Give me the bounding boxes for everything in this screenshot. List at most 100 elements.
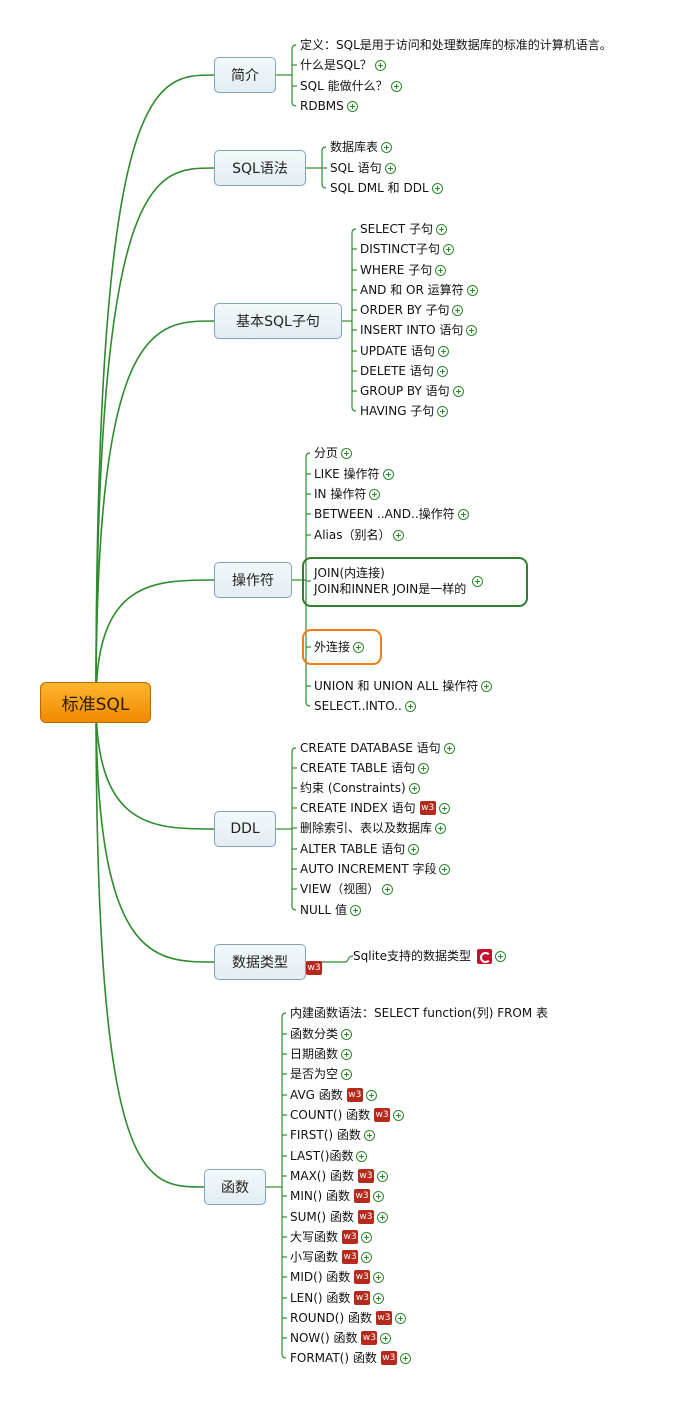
expand-plus-icon[interactable] <box>363 1129 375 1141</box>
expand-plus-icon[interactable] <box>393 1109 405 1121</box>
w3schools-icon[interactable]: w3 <box>361 1331 378 1345</box>
w3schools-icon[interactable]: w3 <box>354 1270 371 1284</box>
subtopic-item[interactable]: SQL DML 和 DDL <box>330 180 443 196</box>
expand-plus-icon[interactable] <box>435 264 447 276</box>
w3schools-icon[interactable]: w3 <box>357 1210 374 1224</box>
expand-plus-icon[interactable] <box>452 385 464 397</box>
subtopic-item[interactable]: 分页 <box>314 445 353 461</box>
expand-plus-icon[interactable] <box>442 243 454 255</box>
topic-2[interactable]: SQL语法 <box>214 150 306 186</box>
subtopic-item[interactable]: 是否为空 <box>290 1066 353 1082</box>
subtopic-item[interactable]: SELECT..INTO.. <box>314 698 416 714</box>
subtopic-item[interactable]: UNION 和 UNION ALL 操作符 <box>314 678 493 694</box>
subtopic-item[interactable]: 定义：SQL是用于访问和处理数据库的标准的计算机语言。 <box>300 37 612 53</box>
w3schools-icon[interactable]: w3 <box>354 1189 371 1203</box>
subtopic-item[interactable]: AUTO INCREMENT 字段 <box>300 861 451 877</box>
subtopic-item[interactable]: AND 和 OR 运算符 <box>360 282 478 298</box>
subtopic-item[interactable]: VIEW（视图） <box>300 881 394 897</box>
expand-plus-icon[interactable] <box>466 284 478 296</box>
subtopic-item[interactable]: CREATE DATABASE 语句 <box>300 740 455 756</box>
expand-plus-icon[interactable] <box>373 1190 385 1202</box>
topic-6[interactable]: 数据类型 <box>214 944 306 980</box>
subtopic-item[interactable]: Sqlite支持的数据类型 <box>353 948 506 964</box>
expand-plus-icon[interactable] <box>457 508 469 520</box>
expand-plus-icon[interactable] <box>353 641 365 653</box>
expand-plus-icon[interactable] <box>436 365 448 377</box>
topic-4[interactable]: 操作符 <box>214 562 292 598</box>
subtopic-item[interactable]: UPDATE 语句 <box>360 343 450 359</box>
subtopic-item[interactable]: SELECT 子句 <box>360 221 447 237</box>
expand-plus-icon[interactable] <box>399 1352 411 1364</box>
expand-plus-icon[interactable] <box>438 802 450 814</box>
expand-plus-icon[interactable] <box>376 1211 388 1223</box>
subtopic-item[interactable]: FIRST() 函数 <box>290 1127 375 1143</box>
subtopic-item[interactable]: GROUP BY 语句 <box>360 383 464 399</box>
expand-plus-icon[interactable] <box>393 529 405 541</box>
subtopic-item[interactable]: SQL 能做什么？ <box>300 78 402 94</box>
expand-plus-icon[interactable] <box>466 324 478 336</box>
topic-5[interactable]: DDL <box>214 811 276 847</box>
w3schools-icon[interactable]: w3 <box>419 801 436 815</box>
topic-1[interactable]: 简介 <box>214 57 276 93</box>
subtopic-item[interactable]: WHERE 子句 <box>360 262 447 278</box>
w3schools-icon[interactable]: w3 <box>354 1291 371 1305</box>
subtopic-item[interactable]: 内建函数语法：SELECT function(列) FROM 表 <box>290 1005 548 1021</box>
subtopic-item[interactable]: 函数分类 <box>290 1026 353 1042</box>
expand-plus-icon[interactable] <box>418 762 430 774</box>
subtopic-item[interactable]: NULL 值 <box>300 902 361 918</box>
subtopic-item[interactable]: CREATE TABLE 语句 <box>300 760 430 776</box>
subtopic-item[interactable]: ALTER TABLE 语句 <box>300 841 420 857</box>
expand-plus-icon[interactable] <box>356 1150 368 1162</box>
expand-plus-icon[interactable] <box>365 1089 377 1101</box>
expand-plus-icon[interactable] <box>381 141 393 153</box>
subtopic-item[interactable]: IN 操作符 <box>314 486 381 502</box>
expand-plus-icon[interactable] <box>341 447 353 459</box>
expand-plus-icon[interactable] <box>443 742 455 754</box>
expand-plus-icon[interactable] <box>439 863 451 875</box>
expand-plus-icon[interactable] <box>481 680 493 692</box>
subtopic-item[interactable]: HAVING 子句 <box>360 403 449 419</box>
expand-plus-icon[interactable] <box>346 100 358 112</box>
expand-plus-icon[interactable] <box>408 843 420 855</box>
expand-plus-icon[interactable] <box>495 950 506 962</box>
subtopic-item[interactable]: 删除索引、表以及数据库 <box>300 820 447 836</box>
subtopic-item[interactable]: BETWEEN ..AND..操作符 <box>314 506 469 522</box>
expand-plus-icon[interactable] <box>341 1048 353 1060</box>
expand-plus-icon[interactable] <box>394 1312 406 1324</box>
sqlite-logo-icon[interactable] <box>477 948 492 964</box>
expand-plus-icon[interactable] <box>373 1271 385 1283</box>
topic-7[interactable]: 函数 <box>204 1169 266 1205</box>
subtopic-item[interactable]: 外连接 <box>314 639 365 655</box>
w3schools-icon[interactable]: w3 <box>375 1311 392 1325</box>
expand-plus-icon[interactable] <box>380 1332 392 1344</box>
w3schools-icon[interactable]: w3 <box>346 1088 363 1102</box>
subtopic-item[interactable]: INSERT INTO 语句 <box>360 322 478 338</box>
subtopic-item[interactable]: SQL 语句 <box>330 160 396 176</box>
root-topic[interactable]: 标准SQL <box>40 682 151 723</box>
w3schools-icon[interactable]: w3 <box>342 1250 359 1264</box>
expand-plus-icon[interactable] <box>452 304 464 316</box>
expand-plus-icon[interactable] <box>436 223 447 235</box>
expand-plus-icon[interactable] <box>361 1231 373 1243</box>
subtopic-item[interactable]: ORDER BY 子句 <box>360 302 464 318</box>
expand-plus-icon[interactable] <box>374 59 386 71</box>
subtopic-item[interactable]: Alias（别名） <box>314 527 405 543</box>
subtopic-item[interactable]: 数据库表 <box>330 139 393 155</box>
expand-plus-icon[interactable] <box>384 162 396 174</box>
w3schools-icon[interactable]: w3 <box>342 1230 359 1244</box>
expand-plus-icon[interactable] <box>349 904 361 916</box>
topic-3[interactable]: 基本SQL子句 <box>214 303 342 339</box>
subtopic-item[interactable]: 日期函数 <box>290 1046 353 1062</box>
w3schools-icon[interactable]: w3 <box>374 1108 391 1122</box>
w3schools-icon[interactable]: w3 <box>306 961 322 975</box>
expand-plus-icon[interactable] <box>438 345 450 357</box>
subtopic-item[interactable]: LAST()函数 <box>290 1148 368 1164</box>
